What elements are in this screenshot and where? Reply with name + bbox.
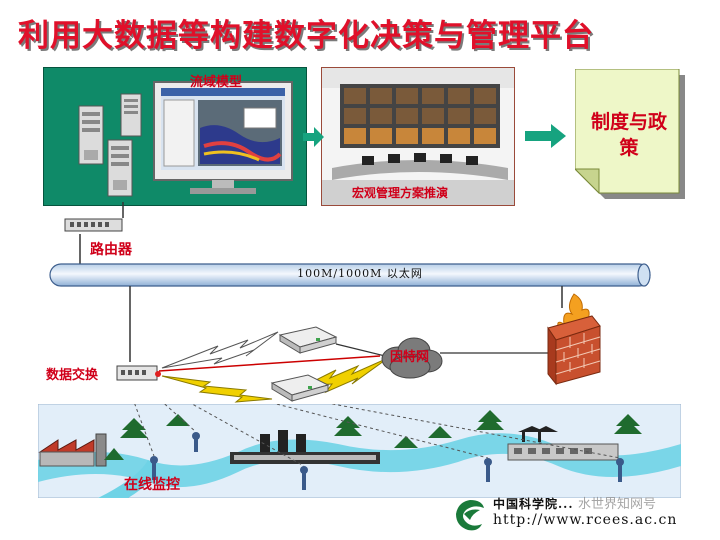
switch-icon <box>116 365 161 381</box>
firewall-icon <box>547 293 601 386</box>
policy-box: 制度与政策 <box>573 68 687 201</box>
server-icon <box>120 93 142 137</box>
basin-model-panel: 流域模型 <box>43 67 307 206</box>
plant-icon <box>507 426 619 461</box>
cloud-icon <box>381 337 443 379</box>
ethernet-label: 100M/1000M 以太网 <box>297 267 423 280</box>
server-icon <box>78 105 104 165</box>
cas-logo-icon <box>456 500 484 531</box>
router-label: 路由器 <box>90 242 132 258</box>
factory-icon <box>230 430 380 464</box>
sensor-icon <box>150 432 624 490</box>
router-icon <box>64 218 123 232</box>
server-icon <box>107 139 133 197</box>
server-monitor-illustration <box>78 81 293 197</box>
ethernet-backbone <box>49 263 651 287</box>
arrow-right-icon <box>525 124 566 148</box>
wireless-link-icon <box>161 375 273 403</box>
basin-model-label: 流域模型 <box>190 75 243 90</box>
tree-icon <box>104 410 642 460</box>
internet-label: 因特网 <box>390 350 430 365</box>
arrow-right-icon <box>303 127 324 147</box>
data-switch-label: 数据交换 <box>46 368 99 383</box>
org-url: http://www.rcees.ac.cn <box>493 512 678 528</box>
watermark: 水世界知网号 <box>578 497 657 512</box>
wireless-router-icon <box>270 374 330 402</box>
monitoring-landscape <box>38 404 681 498</box>
policy-label: 制度与政策 <box>590 111 667 159</box>
macro-plan-label: 宏观管理方案推演 <box>352 186 449 200</box>
org-name: 中国科学院... <box>493 497 574 511</box>
wireless-router-icon <box>278 326 338 354</box>
monitor-icon <box>153 81 293 194</box>
wireless-link-icon <box>161 331 279 369</box>
network-links <box>129 286 563 403</box>
router-connector <box>79 202 124 264</box>
factory-icon <box>38 433 107 467</box>
page-title: 利用大数据等构建数字化决策与管理平台 <box>18 18 594 54</box>
online-monitor-label: 在线监控 <box>124 477 180 493</box>
control-room-illustration <box>322 68 514 205</box>
macro-plan-panel: 宏观管理方案推演 <box>321 67 515 206</box>
